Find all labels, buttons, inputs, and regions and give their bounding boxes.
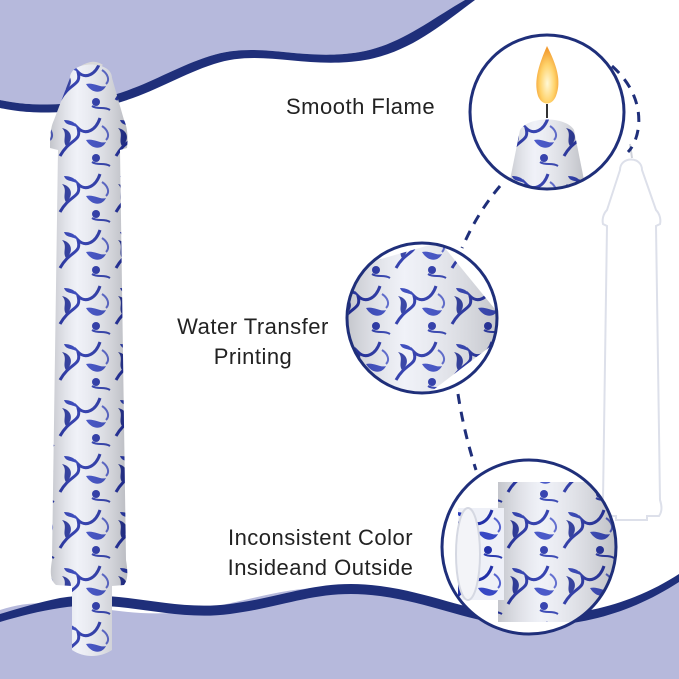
dashed-connector [610,64,641,154]
dashed-connector [460,185,502,249]
feature-label-color-line1: Inconsistent Color [227,525,414,550]
main-candle-image [50,61,128,656]
white-candle-image [600,143,663,521]
feature-label-color-line2: Insideand Outside [227,555,414,580]
feature-label-flame: Smooth Flame [286,92,435,122]
feature-label-printing-line2: Printing [213,344,293,369]
detail-circle-printing [345,241,499,395]
dashed-connector [456,393,478,471]
feature-label-printing: Water Transfer Printing [168,312,338,372]
feature-label-color: Inconsistent Color Insideand Outside [218,523,423,583]
feature-label-printing-line1: Water Transfer [177,314,329,339]
detail-circle-color [440,458,618,636]
detail-circle-flame [468,33,626,191]
bottom-lavender-wave [0,580,679,679]
feature-label-flame-text: Smooth Flame [286,94,436,119]
top-lavender-wave [0,0,465,105]
flame-icon [536,46,559,104]
bottom-navy-stripe [0,574,679,627]
top-navy-stripe [0,0,475,113]
